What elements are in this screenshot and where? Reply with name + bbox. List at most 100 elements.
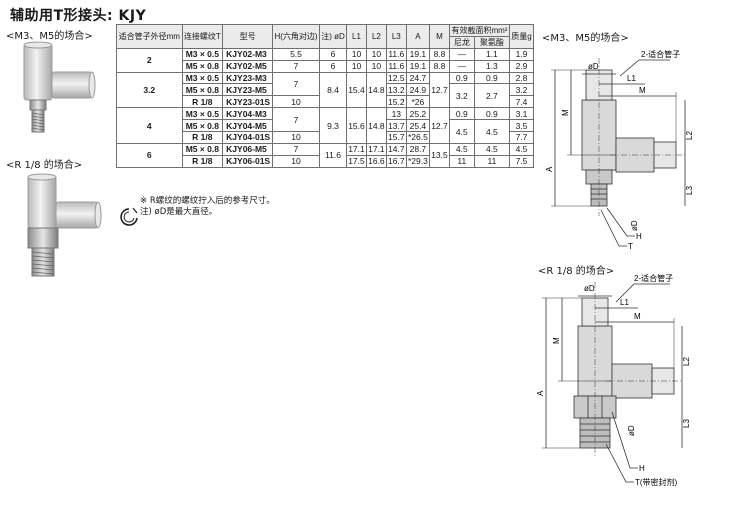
cell-a: 19.1 [405,47,431,61]
header-l1: L1 [346,24,367,49]
cell-model: KJY06-01S [222,154,274,168]
cell-od: 9.3 [318,107,348,144]
label-m-vertical: M [552,337,561,344]
header-l3: L3 [385,24,407,49]
label-od-lower: øD [627,425,636,436]
cell-l3: 11.6 [385,47,407,61]
cell-weight: 2.8 [509,71,534,85]
cell-nylon: 0.9 [448,107,475,121]
cell-l1: 15.4 [346,71,367,109]
cell-h: 10 [272,154,320,168]
label-l1: L1 [620,298,629,307]
cell-weight: 4.5 [509,142,534,156]
header-nylon: 尼龙 [448,35,475,49]
cell-urethane: 1.3 [473,59,511,73]
cell-nylon: 11 [448,154,475,168]
label-l1: L1 [627,74,636,83]
cell-thread: M5 × 0.8 [181,142,224,156]
cell-model: KJY02-M3 [222,47,274,61]
header-tube-size: 适合管子外径mm [116,24,183,49]
cell-urethane: 4.5 [473,142,511,156]
header-effective-area: 有效截面积mm² [448,24,511,37]
caption-r18: <R 1/8 的场合> [6,160,83,171]
cell-m: 8.8 [429,47,450,61]
cell-od: 11.6 [318,142,348,168]
dimension-drawing-r18: øD 2-适合管子 L1 M A M L2 L3 øD H T(带密封剂) [536,273,691,487]
cell-thread: R 1/8 [181,95,224,109]
cell-thread: R 1/8 [181,154,224,168]
cell-l3: 11.6 [385,59,407,73]
cell-weight: 7.4 [509,95,534,109]
table-row: M5 × 0.8 KJY04-M5 13.7 25.4 4.5 4.5 3.5 [117,119,534,144]
cell-a: 25.4 [405,119,431,133]
cell-h: 7 [272,142,320,156]
table-row: 6 M5 × 0.8 KJY06-M5 7 11.6 17.1 17.1 14.… [116,142,534,168]
cell-h: 7 [272,107,320,133]
cell-urethane: 2.7 [473,83,511,109]
note-thread-reference: ※ R螺纹的螺纹拧入后的参考尺寸。 [140,196,275,206]
label-l3: L3 [685,186,694,195]
cell-model: KJY02-M5 [222,59,274,73]
cell-a: *26.5 [405,131,431,144]
header-h: H(六角对边) [272,24,320,49]
cell-l3: 13 [385,107,407,121]
cell-weight: 7.7 [509,131,534,144]
cell-l1: 15.6 [346,107,367,144]
label-l2: L2 [682,357,691,366]
cell-l2: 14.8 [365,107,387,144]
cell-h: 10 [272,131,320,144]
label-t: T [628,242,633,251]
header-urethane: 聚氨酯 [473,35,511,49]
cell-l2: 10 [365,47,387,61]
label-t-seal: T(带密封剂) [635,477,678,487]
cell-l3: 12.5 [385,71,407,85]
cell-a: *29.3 [405,154,431,168]
cell-l3: 16.7 [385,154,407,168]
header-model: 型号 [222,24,274,49]
notes: ※ R螺纹的螺纹拧入后的参考尺寸。 注) øD是最大直径。 [140,196,275,218]
cell-nylon: 3.2 [448,83,475,109]
cell-thread: M3 × 0.5 [181,107,224,121]
cell-size: 4 [116,107,183,144]
cell-a: 24.9 [405,83,431,97]
label-m-horizontal: M [639,86,646,95]
page-title: 辅助用T形接头: KJY [10,8,147,24]
dimension-drawing-m3m5: øD 2-适合管子 L1 M A M L2 L3 øD H T [545,49,694,251]
cell-weight: 3.1 [509,107,534,121]
label-l3: L3 [682,419,691,428]
cell-model: KJY06-M5 [222,142,274,156]
label-tube: 2-适合管子 [641,49,680,59]
note-max-diameter: 注) øD是最大直径。 [140,207,218,217]
header-od: 注) øD [318,24,348,49]
cell-nylon: 4.5 [448,142,475,156]
cell-size: 3.2 [116,71,183,109]
cell-weight: 3.2 [509,83,534,97]
cell-model: KJY04-M3 [222,107,274,121]
cell-size: 2 [116,47,183,73]
cell-thread: M5 × 0.8 [181,119,224,133]
cell-h: 7 [272,71,320,97]
cell-nylon: 4.5 [448,119,475,144]
label-l2: L2 [685,131,694,140]
cell-l2: 10 [365,59,387,73]
cell-a: *26 [405,95,431,109]
cell-od: 6 [318,59,348,73]
cell-m: 12.7 [429,107,450,144]
cell-l2: 16.6 [365,154,387,168]
cell-thread: R 1/8 [181,131,224,144]
cell-a: 24.7 [405,71,431,85]
o-ring-icon [120,207,138,226]
cell-weight: 7.5 [509,154,534,168]
label-od: øD [584,284,595,293]
cell-model: KJY23-M5 [222,83,274,97]
cell-thread: M3 × 0.5 [181,71,224,85]
table-row: M5 × 0.8 KJY23-M5 13.2 24.9 3.2 2.7 3.2 [117,83,534,109]
cell-a: 19.1 [405,59,431,73]
header-m: M [429,24,450,49]
product-photo-r18 [27,173,102,277]
cell-l1: 10 [346,59,367,73]
label-a: A [545,166,554,172]
cell-l1: 17.1 [346,142,367,156]
cell-m: 12.7 [429,71,450,109]
table-row: 2 M3 × 0.5 KJY02-M3 5.5 6 10 10 11.6 19.… [116,47,534,73]
